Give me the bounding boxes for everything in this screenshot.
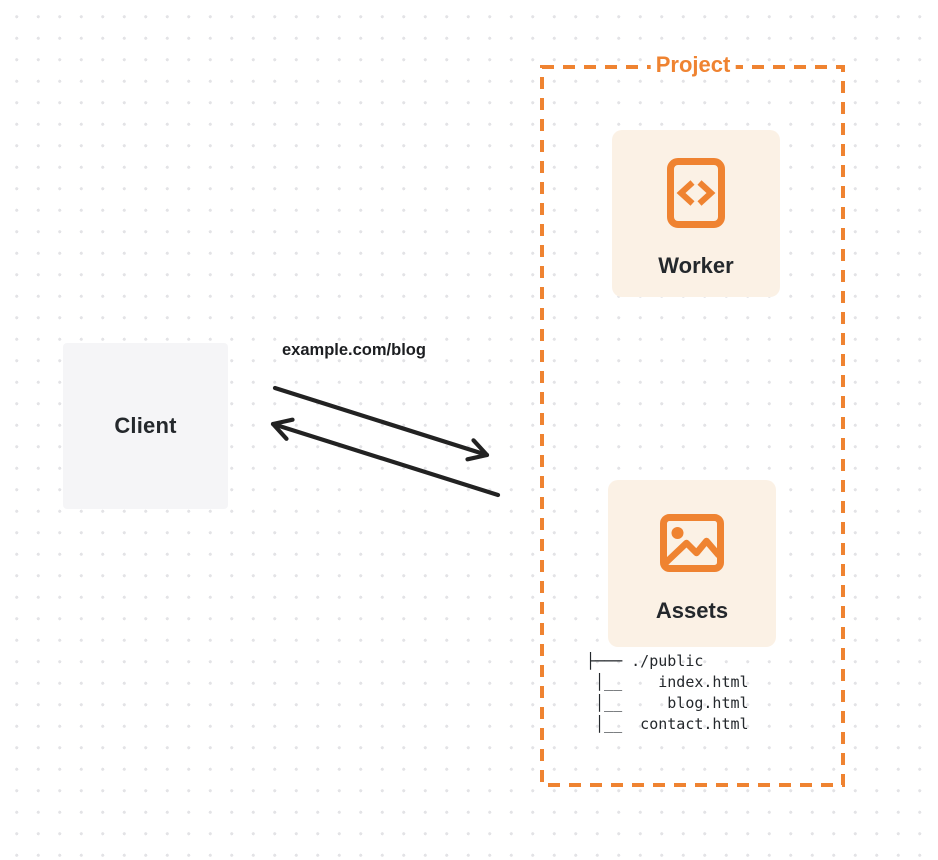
client-box: Client	[63, 343, 228, 509]
request-response-arrows	[270, 385, 501, 498]
file-tree: ├─── ./public │__ index.html │__ blog.ht…	[586, 652, 749, 733]
request-arrowhead	[465, 438, 490, 462]
client-label: Client	[114, 413, 177, 438]
image-icon	[660, 514, 724, 572]
response-arrowhead	[270, 417, 295, 441]
request-arrow	[272, 385, 490, 458]
code-icon	[667, 158, 725, 228]
assets-card: Assets	[608, 480, 776, 647]
request-url-label: example.com/blog	[282, 341, 426, 359]
project-label: Project	[650, 52, 736, 78]
response-arrow	[270, 421, 501, 498]
worker-card: Worker	[612, 130, 780, 297]
worker-label: Worker	[658, 253, 734, 278]
assets-label: Assets	[655, 598, 729, 623]
